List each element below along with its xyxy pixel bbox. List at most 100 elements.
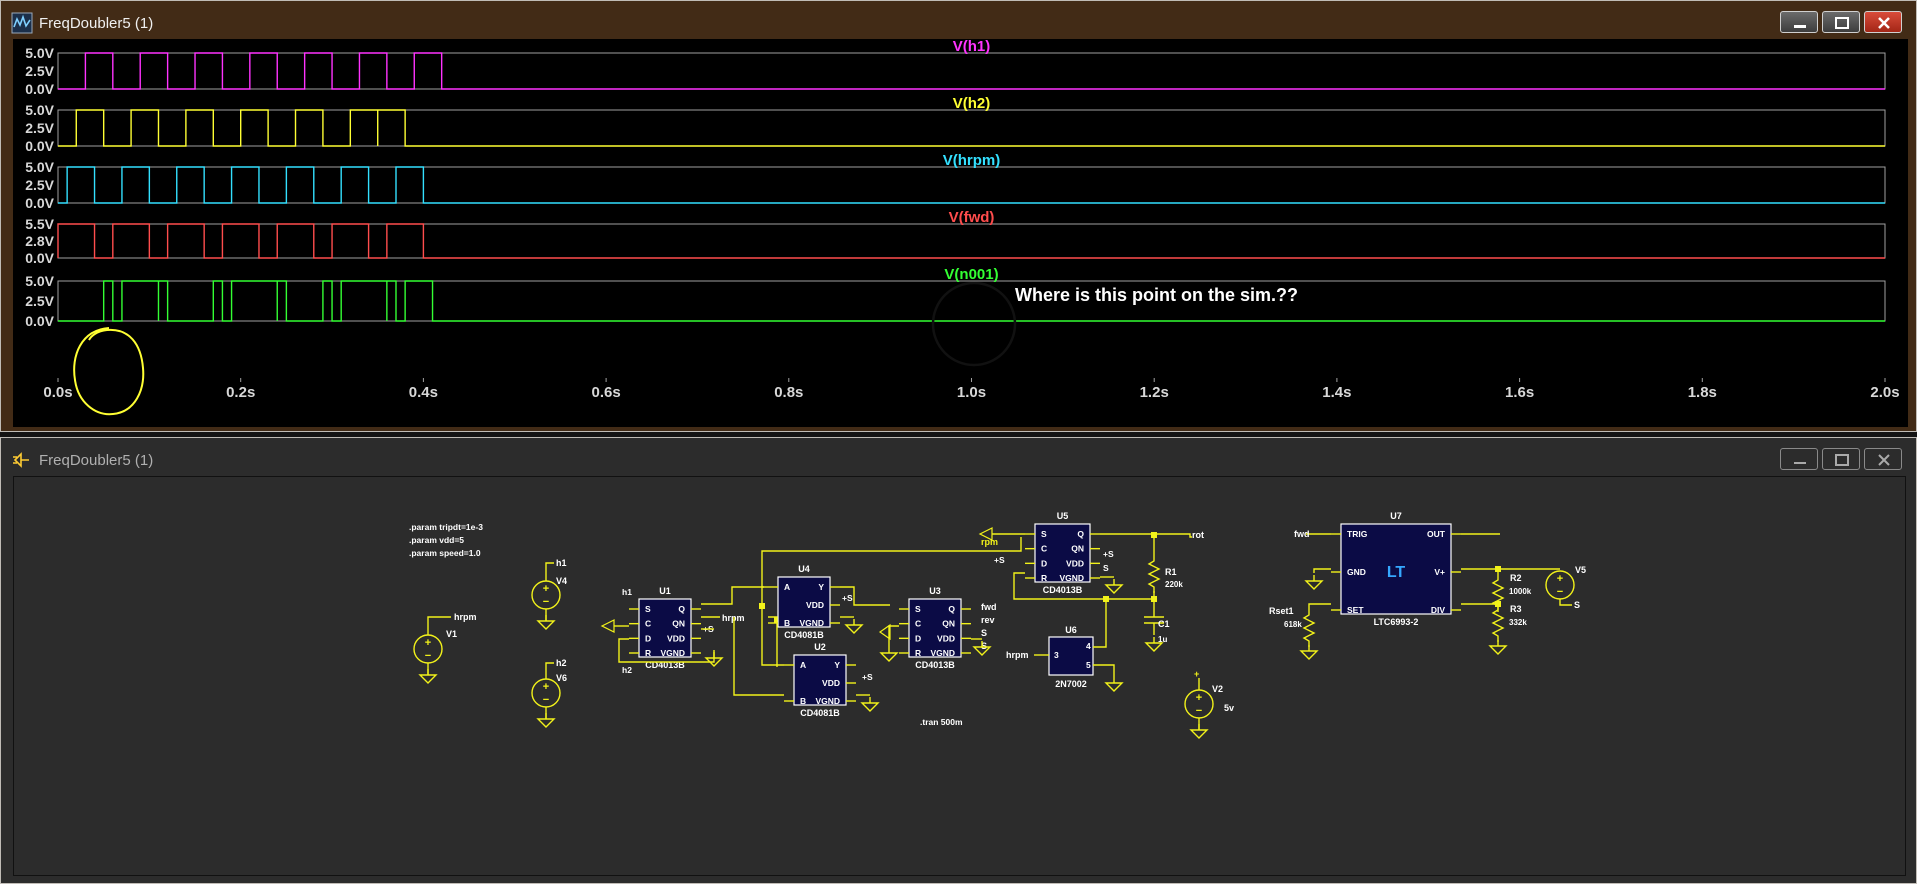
waveform-chart[interactable]: 5.0V2.5V0.0VV(h1)5.0V2.5V0.0VV(h2)5.0V2.… — [13, 39, 1908, 427]
restore-button[interactable] — [1822, 11, 1860, 33]
part-ref[interactable]: C1 — [1158, 619, 1170, 629]
trace-label-vn001[interactable]: V(n001) — [944, 266, 998, 283]
trace-vh1[interactable] — [58, 52, 1885, 90]
part-type[interactable]: CD4013B — [1043, 585, 1083, 595]
transistor-u6[interactable] — [1048, 636, 1094, 676]
trace-label-vh2[interactable]: V(h2) — [953, 95, 991, 112]
wire[interactable] — [1313, 568, 1331, 573]
x-tick-label: 0.8s — [774, 384, 803, 401]
wire[interactable] — [761, 606, 784, 666]
part-ref[interactable]: U6 — [1065, 625, 1077, 635]
ground-icon — [536, 718, 556, 728]
resistor-r3[interactable] — [1491, 604, 1505, 642]
part-ref[interactable]: R1 — [1165, 567, 1177, 577]
x-tick-label: 1.8s — [1688, 384, 1717, 401]
chip-u2[interactable] — [793, 654, 847, 706]
part-ref[interactable]: Rset1 — [1269, 606, 1294, 616]
source-ref[interactable]: V5 — [1575, 565, 1586, 575]
resistor-rset[interactable] — [1302, 609, 1316, 647]
wire[interactable] — [545, 662, 554, 667]
tran-directive[interactable]: .tran 500m — [920, 717, 963, 727]
wire[interactable] — [427, 616, 451, 623]
wire[interactable] — [545, 562, 554, 569]
pane-frame-vh2 — [57, 109, 1886, 147]
part-ref[interactable]: U1 — [659, 586, 671, 596]
part-ref[interactable]: R3 — [1510, 604, 1522, 614]
wire[interactable] — [1308, 603, 1331, 609]
source-ref[interactable]: V1 — [446, 629, 457, 639]
part-type[interactable]: CD4013B — [915, 660, 955, 670]
wire[interactable] — [1144, 599, 1164, 635]
part-ref[interactable]: U5 — [1057, 511, 1069, 521]
ground-icon — [1104, 584, 1124, 594]
waveform-titlebar[interactable]: FreqDoubler5 (1) — [1, 7, 1916, 39]
net-label-hrpm-u1: hrpm — [722, 613, 745, 623]
x-tick-label: 0.4s — [409, 384, 438, 401]
close-button[interactable] — [1864, 11, 1902, 33]
part-type[interactable]: LTC6993-2 — [1374, 617, 1419, 627]
trace-vn001[interactable] — [58, 280, 1885, 322]
chip-u7[interactable] — [1340, 523, 1452, 615]
wire[interactable] — [1093, 664, 1115, 677]
source-ref[interactable]: V2 — [1212, 684, 1223, 694]
trace-vfwd[interactable] — [57, 223, 1885, 259]
part-type[interactable]: CD4081B — [800, 708, 840, 718]
part-ref[interactable]: U4 — [798, 564, 810, 574]
part-ref[interactable]: R2 — [1510, 573, 1522, 583]
arrow-icon — [600, 619, 615, 633]
schematic-drawing[interactable]: .param tripdt=1e-3 .param vdd=5 .param spe… — [14, 477, 1907, 877]
spice-directive[interactable]: .param speed=1.0 — [409, 548, 481, 558]
wire[interactable] — [1559, 599, 1572, 606]
source-ref[interactable]: V4 — [556, 576, 567, 586]
source-ref[interactable]: V6 — [556, 673, 567, 683]
minimize-button[interactable] — [1780, 11, 1818, 33]
wire[interactable] — [733, 617, 784, 696]
spice-directive[interactable]: .param vdd=5 — [409, 535, 464, 545]
spice-directive[interactable]: .param tripdt=1e-3 — [409, 522, 483, 532]
schematic-titlebar[interactable]: FreqDoubler5 (1) — [1, 444, 1916, 476]
chip-u1[interactable] — [638, 598, 692, 658]
trace-vh2[interactable] — [58, 109, 1885, 147]
part-ref[interactable]: U7 — [1390, 511, 1402, 521]
wire[interactable] — [761, 537, 1022, 606]
chip-u5[interactable] — [1034, 523, 1091, 583]
part-type[interactable]: CD4013B — [645, 660, 685, 670]
pin-label: 5 — [1086, 660, 1091, 670]
wire[interactable] — [1100, 533, 1192, 538]
chip-u3[interactable] — [908, 598, 962, 658]
trace-label-vfwd[interactable]: V(fwd) — [949, 209, 995, 226]
pin-label: DIV — [1431, 605, 1446, 615]
part-ref[interactable]: U3 — [929, 586, 941, 596]
schematic-restore-button[interactable] — [1822, 448, 1860, 470]
schematic-minimize-button[interactable] — [1780, 448, 1818, 470]
trace-label-vh1[interactable]: V(h1) — [953, 39, 991, 55]
schematic-window[interactable]: FreqDoubler5 (1) .param tripdt=1e-3.para… — [0, 437, 1917, 884]
schematic-close-button[interactable] — [1864, 448, 1902, 470]
part-type[interactable]: 2N7002 — [1055, 679, 1087, 689]
pin-label: GND — [1347, 567, 1366, 577]
wire[interactable] — [768, 616, 778, 667]
resistor-r1[interactable] — [1147, 555, 1161, 593]
restore-icon — [1835, 454, 1849, 466]
part-type[interactable]: CD4081B — [784, 630, 824, 640]
part-ref[interactable]: U2 — [814, 642, 826, 652]
wire[interactable] — [840, 586, 890, 606]
trace-vhrpm[interactable] — [58, 166, 1885, 204]
pin-label: A — [784, 582, 790, 592]
ground-icon — [972, 646, 992, 656]
wire[interactable] — [1013, 572, 1154, 600]
schematic-canvas[interactable]: .param tripdt=1e-3 .param vdd=5 .param spe… — [13, 476, 1906, 876]
wire[interactable] — [701, 586, 764, 605]
net-label-h2-rot: h2 — [622, 665, 632, 675]
wire[interactable] — [1093, 599, 1107, 648]
source-minus: − — [543, 596, 549, 608]
trace-label-vhrpm[interactable]: V(hrpm) — [943, 152, 1001, 169]
chip-u4[interactable] — [777, 576, 831, 628]
pin-label: QN — [672, 619, 685, 629]
minimize-icon — [1794, 462, 1806, 464]
x-tick-label: 1.2s — [1140, 384, 1169, 401]
net-label-plus-s: +S — [994, 555, 1005, 565]
source-plus: + — [1194, 669, 1199, 679]
